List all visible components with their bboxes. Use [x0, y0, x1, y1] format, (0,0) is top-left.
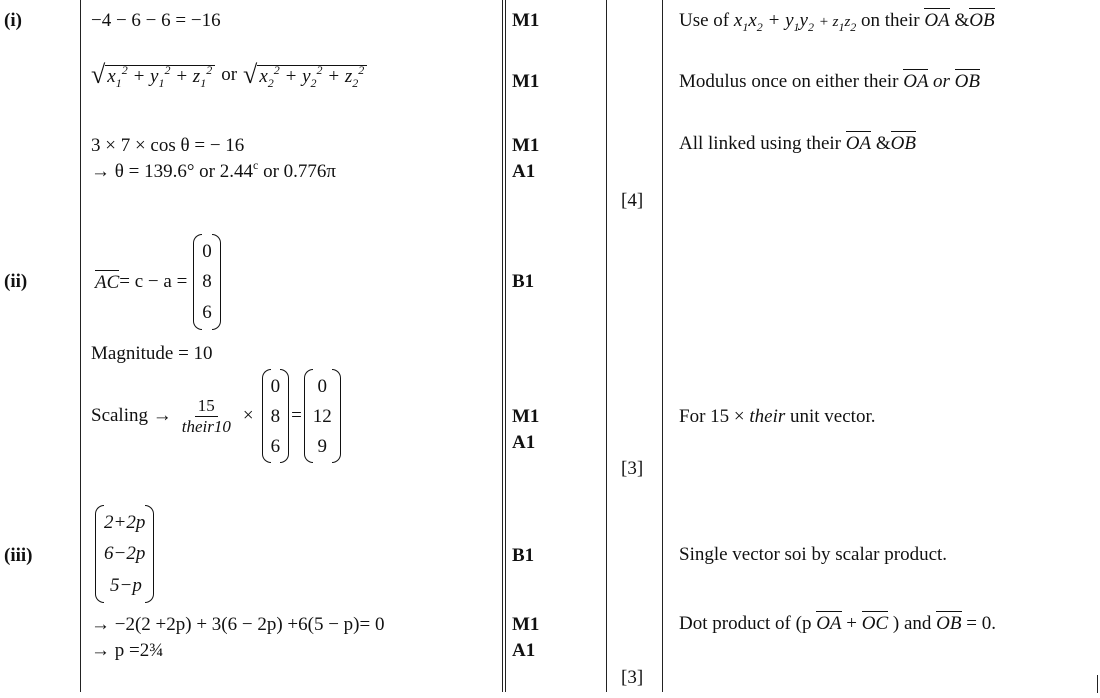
- mark-a1: A1: [512, 432, 536, 453]
- mark-a1: A1: [512, 640, 536, 661]
- vec-entry: 6: [202, 302, 212, 324]
- rule-edge: [1097, 675, 1098, 693]
- guidance-text: Dot product of (p: [679, 613, 817, 634]
- part-label-i: (i): [4, 10, 22, 31]
- rule-left: [80, 0, 81, 692]
- guidance-text: ) and: [888, 613, 937, 634]
- guidance-text: Use of: [679, 10, 734, 31]
- vector-ob: OB: [890, 131, 916, 154]
- vec-entry: 0: [317, 375, 328, 397]
- mark-m1: M1: [512, 614, 540, 635]
- vector-result-column: 0 12 9: [303, 369, 341, 463]
- vec-entry: 5−p: [110, 574, 142, 596]
- vec-entry: 8: [202, 271, 212, 293]
- working-line-6: Scaling → 15 their10 × 0 8 6 = 0 12 9: [91, 369, 341, 463]
- guidance-text: or: [928, 71, 955, 92]
- guidance-2: Modulus once on either their OA or OB: [679, 69, 980, 93]
- total-part-i: [4]: [621, 190, 644, 211]
- vector-oa: OA: [924, 8, 950, 31]
- vec-entry: 6−2p: [104, 543, 146, 565]
- vector-p-column: 2+2p 6−2p 5−p: [95, 505, 155, 603]
- fraction-denominator: their10: [181, 416, 231, 436]
- sqrt-2: √ x22 + y22 + z22: [243, 60, 368, 90]
- mark-a1: A1: [512, 161, 536, 182]
- vector-ac-column: 0 8 6: [193, 234, 221, 330]
- radicand-1: x12 + y12 + z12: [105, 63, 216, 90]
- guidance-text: &: [871, 133, 891, 154]
- vector-ob: OB: [954, 69, 980, 92]
- working-line-4: AC = c − a = 0 8 6: [95, 234, 221, 330]
- guidance-text: For 15 ×: [679, 406, 750, 427]
- mark-m1: M1: [512, 71, 540, 92]
- vec-entry: 9: [317, 435, 328, 457]
- guidance-3: All linked using their OA &OB: [679, 131, 916, 155]
- total-part-ii: [3]: [621, 458, 644, 479]
- vec-entry: 12: [312, 405, 332, 427]
- radian-sup: c: [253, 158, 259, 172]
- times-sign: ×: [242, 405, 254, 426]
- part-label-ii: (ii): [4, 271, 28, 292]
- scalar-product-expression: x1x2 + y1y2 + z1z2: [733, 10, 857, 34]
- angle-result-end: or 0.776π: [258, 161, 336, 182]
- vector-direction-column: 0 8 6: [261, 369, 290, 463]
- guidance-text: Modulus once on either their: [679, 71, 904, 92]
- vec-entry: 0: [202, 240, 212, 262]
- rule-total-right: [662, 0, 663, 692]
- equals-sign: =: [291, 405, 302, 426]
- vec-entry: 6: [270, 435, 281, 457]
- rule-mark-left-2: [505, 0, 506, 692]
- working-line-5: Magnitude = 10: [91, 343, 213, 364]
- working-line-9: → p =2¾: [91, 640, 164, 661]
- scaling-label: Scaling →: [91, 405, 172, 426]
- working-line-2: √ x12 + y12 + z12 or √ x22 + y22 + z22: [91, 60, 368, 90]
- total-part-iii: [3]: [621, 667, 644, 688]
- mark-m1: M1: [512, 135, 540, 156]
- guidance-text: unit vector.: [785, 406, 876, 427]
- guidance-6: Dot product of (p OA + OC ) and OB = 0.: [679, 611, 996, 635]
- radical-icon: √: [91, 60, 106, 89]
- guidance-text: on their: [856, 10, 925, 31]
- mark-m1: M1: [512, 10, 540, 31]
- guidance-4: For 15 × their unit vector.: [679, 406, 875, 428]
- vec-entry: 0: [270, 375, 281, 397]
- guidance-text: &: [949, 10, 970, 31]
- guidance-text: = 0.: [961, 613, 996, 634]
- mark-m1: M1: [512, 406, 540, 427]
- guidance-5: Single vector soi by scalar product.: [679, 544, 948, 565]
- mark-b1: B1: [512, 271, 535, 292]
- working-line-3a: 3 × 7 × cos θ = − 16: [91, 135, 245, 156]
- radical-icon: √: [243, 60, 258, 89]
- vector-oa: OA: [816, 611, 842, 634]
- mark-b1: B1: [512, 545, 535, 566]
- guidance-text: their: [749, 406, 786, 427]
- or-word: or: [221, 64, 238, 85]
- radicand-2: x22 + y22 + z22: [257, 63, 368, 90]
- vector-oa: OA: [845, 131, 872, 154]
- vector-ob: OB: [936, 611, 962, 634]
- working-line-8: → −2(2 +2p) + 3(6 − 2p) +6(5 − p)= 0: [91, 614, 385, 635]
- part-label-iii: (iii): [4, 545, 33, 566]
- rule-total-left: [606, 0, 607, 692]
- vector-ob: OB: [969, 8, 995, 31]
- sqrt-1: √ x12 + y12 + z12: [91, 60, 216, 90]
- vec-entry: 8: [270, 405, 281, 427]
- guidance-text: All linked using their: [679, 133, 846, 154]
- rule-mark-left: [502, 0, 503, 692]
- working-line-3b: → θ = 139.6° or 2.44c or 0.776π: [91, 158, 336, 183]
- guidance-1: Use of x1x2 + y1y2 + z1z2 on their OA &O…: [679, 8, 995, 34]
- vec-entry: 2+2p: [104, 512, 146, 534]
- working-line-7: 2+2p 6−2p 5−p: [95, 505, 155, 603]
- vector-oc: OC: [861, 611, 889, 634]
- ac-expression: = c − a =: [119, 271, 188, 292]
- vector-oa: OA: [903, 69, 929, 92]
- angle-result: → θ = 139.6° or 2.44: [91, 161, 253, 182]
- working-line-1: −4 − 6 − 6 = −16: [91, 10, 221, 31]
- fraction-numerator: 15: [194, 396, 218, 417]
- scale-fraction: 15 their10: [182, 396, 231, 437]
- guidance-text: +: [841, 613, 862, 634]
- vector-ac: AC: [95, 270, 120, 293]
